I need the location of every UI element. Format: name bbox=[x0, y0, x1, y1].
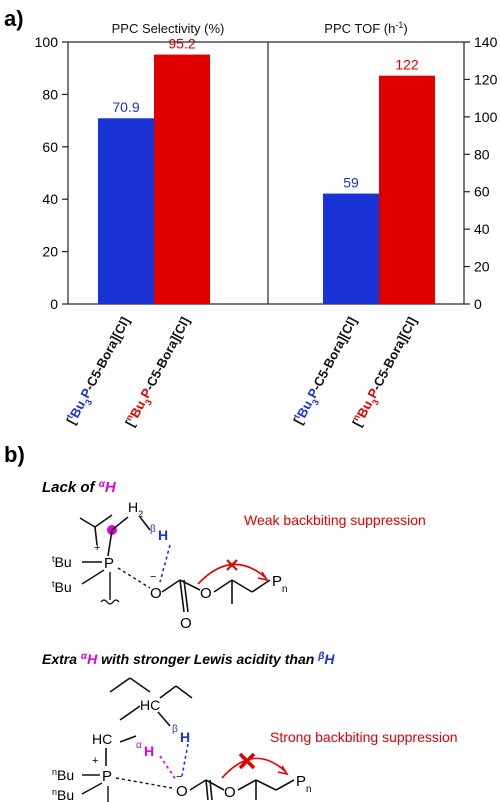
h2-label: H2 bbox=[128, 499, 143, 519]
bar bbox=[98, 118, 154, 304]
right-chart-title: PPC TOF (h-1) bbox=[324, 20, 407, 36]
left-tick-label: 80 bbox=[42, 86, 58, 102]
nbu-upper: nBu bbox=[52, 767, 74, 783]
tbu-upper: tBu bbox=[52, 554, 72, 570]
svg-text:O: O bbox=[224, 784, 236, 801]
cat-label-tbu-left: [tBu3P-C5-Bora][Cl] bbox=[63, 314, 137, 429]
svg-text:+: + bbox=[92, 755, 98, 767]
svg-text:−: − bbox=[150, 571, 156, 583]
left-chart-title: PPC Selectivity (%) bbox=[112, 21, 225, 36]
nbu-lower: nBu bbox=[52, 787, 74, 802]
scheme1-title: Lack of αH bbox=[42, 479, 117, 497]
right-tick-label: 80 bbox=[474, 146, 490, 162]
bar-value-label: 95.2 bbox=[168, 36, 195, 52]
svg-text:+: + bbox=[94, 542, 100, 554]
bar-value-label: 122 bbox=[395, 57, 419, 73]
right-tick-label: 20 bbox=[474, 259, 490, 275]
beta-sup: β bbox=[150, 524, 156, 535]
left-tick-label: 60 bbox=[42, 139, 58, 155]
bar-value-label: 70.9 bbox=[112, 99, 139, 115]
left-axis-ticks: 0 20 40 60 80 100 bbox=[35, 34, 68, 312]
scheme2-title: Extra αH with stronger Lewis acidity tha… bbox=[42, 651, 335, 668]
svg-text:H: H bbox=[180, 729, 190, 745]
svg-text:O: O bbox=[200, 585, 212, 602]
right-bars: 59 122 bbox=[323, 57, 435, 304]
bar-value-label: 59 bbox=[343, 175, 359, 191]
left-bars: 70.9 95.2 bbox=[98, 36, 210, 304]
left-tick-label: 0 bbox=[50, 296, 58, 312]
cat-label-tbu-right: [tBu3P-C5-Bora][Cl] bbox=[290, 314, 364, 429]
cat-label-nbu-left: [nBu3P-C5-Bora][Cl] bbox=[121, 314, 196, 431]
pn-2: Pn bbox=[296, 773, 312, 795]
chart-frame bbox=[67, 41, 465, 305]
hc-lower: HC bbox=[92, 731, 112, 747]
tbu-lower: tBu bbox=[52, 579, 72, 595]
svg-text:H: H bbox=[144, 743, 154, 759]
scheme2-effect: Strong backbiting suppression bbox=[270, 729, 458, 745]
beta-h: H bbox=[158, 527, 168, 543]
svg-text:−: − bbox=[176, 771, 182, 783]
right-tick-label: 120 bbox=[474, 71, 498, 87]
scheme-extra-alpha-h: Extra αH with stronger Lewis acidity tha… bbox=[42, 651, 458, 802]
scheme-lack-alpha-h: Lack of αH H2 β H + P tBu tBu − O O O bbox=[42, 479, 426, 633]
scheme1-effect: Weak backbiting suppression bbox=[244, 512, 426, 528]
right-tick-label: 40 bbox=[474, 221, 490, 237]
bar bbox=[379, 75, 435, 304]
phosphorus-2: P bbox=[102, 768, 112, 785]
oxygen-1: O bbox=[150, 585, 162, 602]
right-tick-label: 140 bbox=[474, 34, 498, 50]
bar bbox=[323, 193, 379, 304]
panel-b-label: b) bbox=[4, 442, 25, 467]
oxygen-2: O bbox=[176, 783, 188, 800]
right-tick-label: 100 bbox=[474, 109, 498, 125]
hc-upper: HC bbox=[140, 697, 160, 713]
left-tick-label: 100 bbox=[35, 34, 59, 50]
svg-text:α: α bbox=[136, 740, 142, 751]
category-labels: [tBu3P-C5-Bora][Cl] [nBu3P-C5-Bora][Cl] … bbox=[63, 314, 423, 431]
left-tick-label: 20 bbox=[42, 244, 58, 260]
pn-1: Pn bbox=[272, 573, 288, 595]
svg-text:β: β bbox=[172, 724, 178, 735]
bar bbox=[154, 54, 210, 304]
cat-label-nbu-right: [nBu3P-C5-Bora][Cl] bbox=[348, 314, 423, 431]
right-axis-ticks: 0 20 40 60 80 100 120 140 bbox=[464, 34, 498, 312]
left-tick-label: 40 bbox=[42, 191, 58, 207]
right-tick-label: 60 bbox=[474, 184, 490, 200]
phosphorus-1: P bbox=[104, 555, 114, 572]
panel-a-label: a) bbox=[4, 6, 24, 31]
right-tick-label: 0 bbox=[474, 296, 482, 312]
svg-text:O: O bbox=[180, 615, 192, 632]
